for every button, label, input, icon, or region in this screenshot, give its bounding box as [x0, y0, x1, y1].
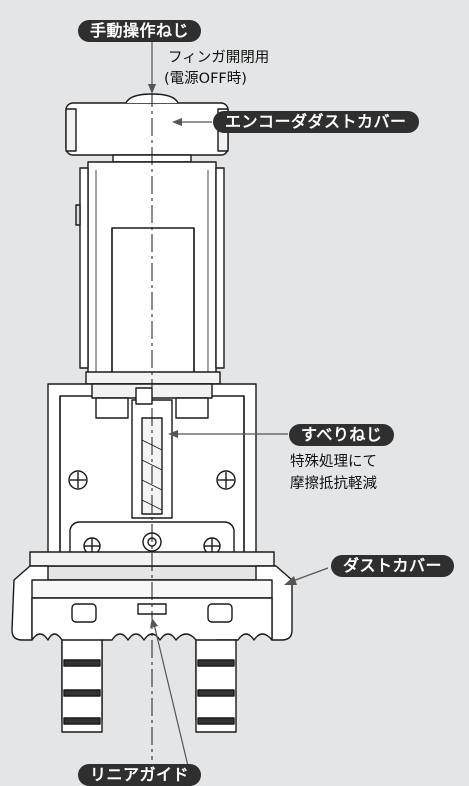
- note-manual-screw-1: フィンガ開閉用: [168, 50, 270, 66]
- leader-dust-cover: [289, 567, 329, 583]
- label-encoder-cover: エンコーダダストカバー: [213, 111, 419, 133]
- linear-guide-part: [31, 597, 273, 733]
- motor-body-part: [75, 161, 225, 391]
- note-slide-screw-1: 特殊処理にて: [290, 454, 377, 470]
- label-slide-screw: すべりねじ: [289, 424, 395, 446]
- leader-slide-screw-arrow: [168, 430, 178, 438]
- note-slide-screw-2: 摩擦抵抗軽減: [290, 476, 377, 492]
- encoder-cover-part: [65, 93, 229, 163]
- leader-encoder-cover-arrow: [172, 118, 182, 126]
- label-linear-guide: リニアガイド: [78, 764, 202, 786]
- leader-linear-guide: [153, 623, 189, 767]
- label-dust-cover: ダストカバー: [331, 555, 455, 577]
- label-manual-screw: 手動操作ねじ: [78, 20, 202, 42]
- leader-dust-cover-arrow: [284, 576, 297, 585]
- leader-linear-guide-arrow: [150, 618, 158, 628]
- note-manual-screw-2: (電源OFF時): [164, 71, 247, 87]
- leader-manual-screw-arrow: [148, 84, 156, 94]
